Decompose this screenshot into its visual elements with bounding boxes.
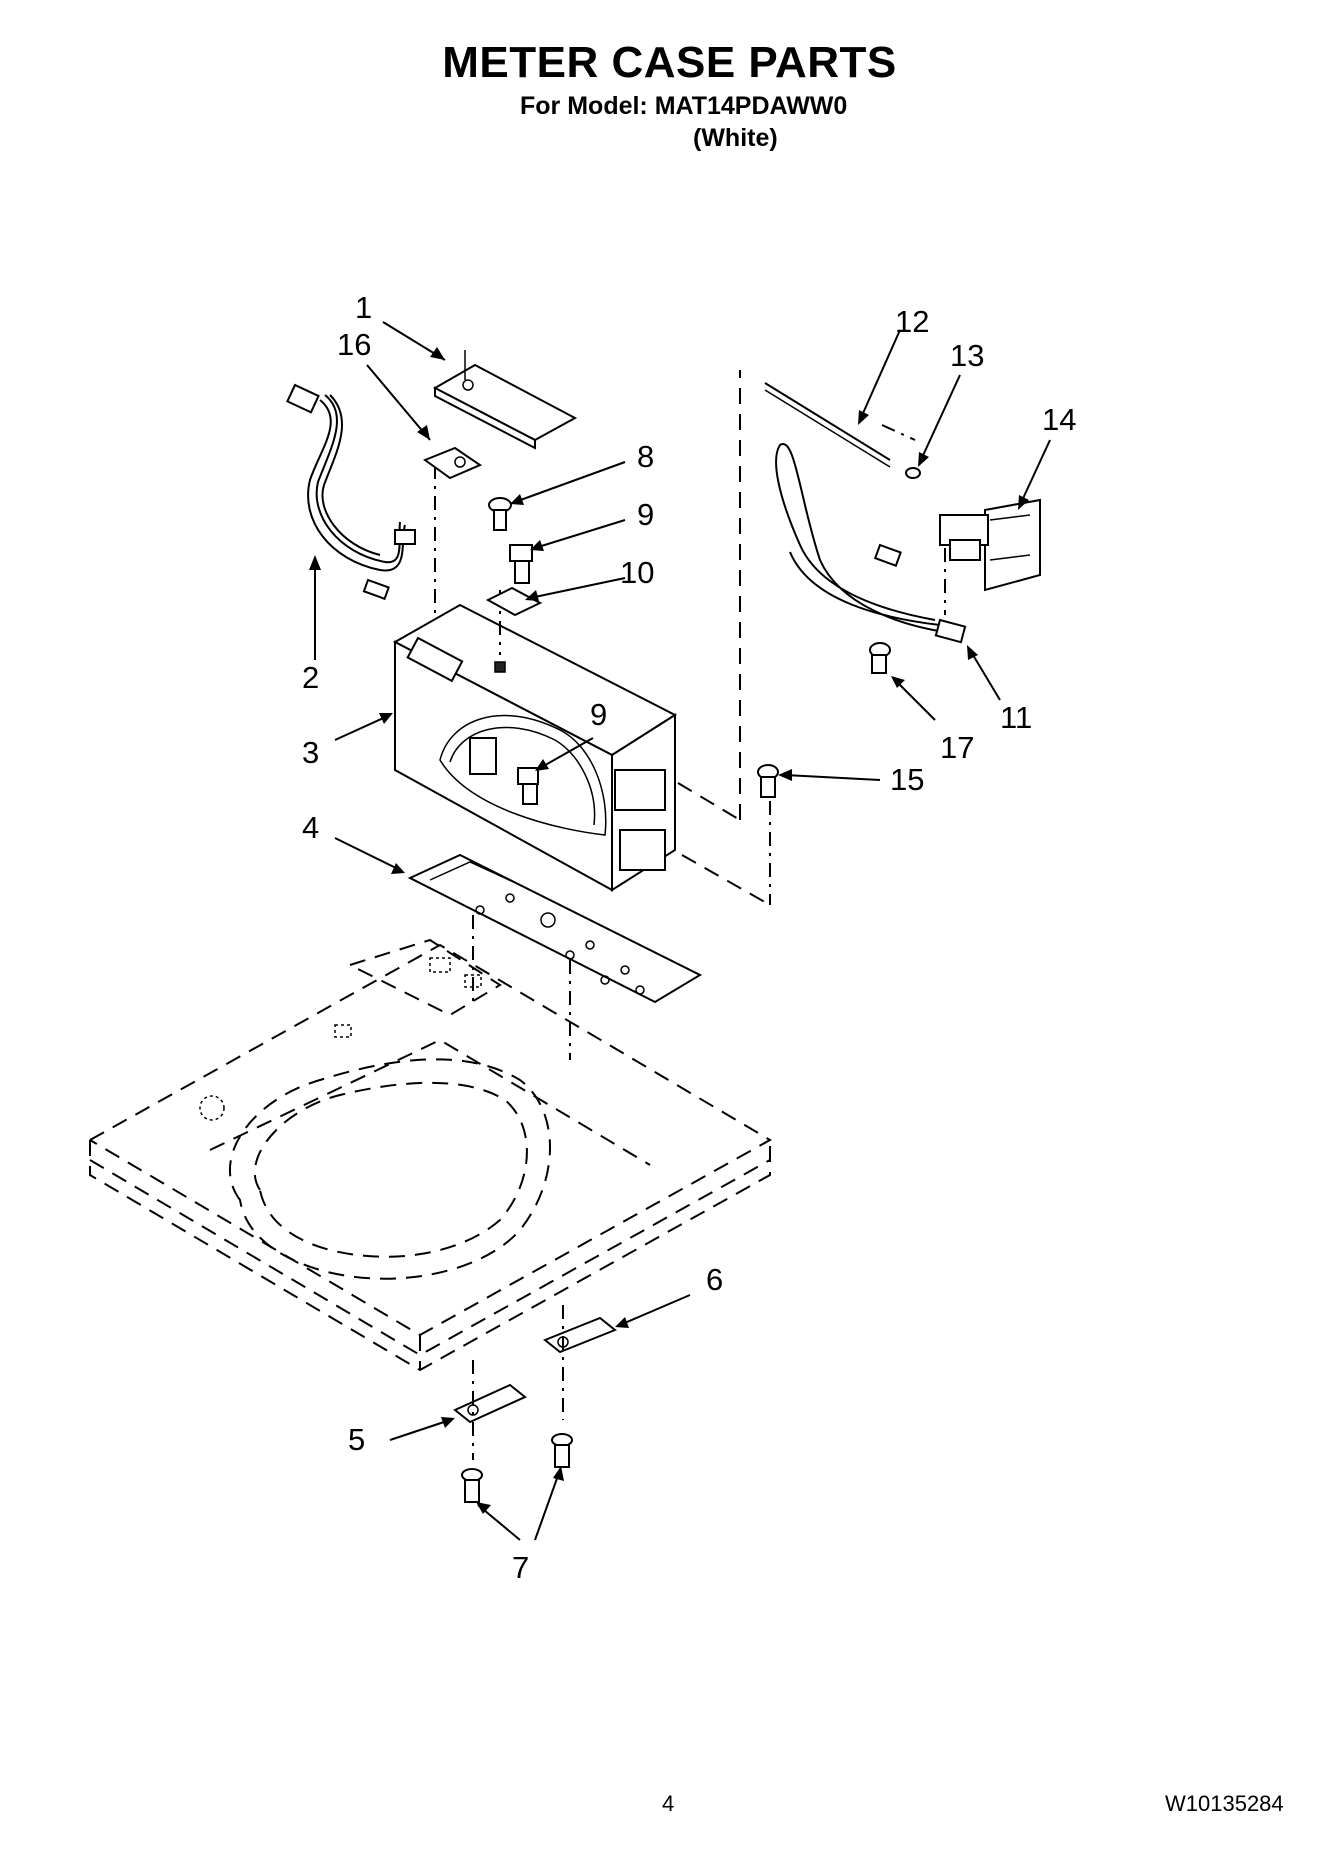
wire-harness-part-2	[286, 383, 416, 601]
switch-part-9-lower	[517, 767, 539, 805]
screw-part-17	[869, 642, 891, 674]
clip-part-16	[422, 446, 483, 480]
clip-part-5	[453, 1360, 527, 1460]
callout-9-upper: 9	[637, 497, 654, 532]
page-title: METER CASE PARTS	[442, 38, 897, 87]
top-panel-outline	[89, 938, 773, 1372]
callout-9-lower: 9	[590, 697, 607, 732]
plate-part-10	[485, 586, 543, 617]
document-number: W10135284	[1165, 1791, 1284, 1816]
callout-16: 16	[337, 327, 371, 362]
callout-2: 2	[302, 660, 319, 695]
screws-part-7	[461, 1433, 573, 1503]
callout-1: 1	[355, 290, 372, 325]
callout-13: 13	[950, 338, 984, 373]
callout-leaders	[309, 321, 1051, 1541]
callout-labels: 1 16 2 3 4 5 6 7 8 9 10 9 11 12 13 14 15…	[302, 290, 1076, 1585]
callout-4: 4	[302, 810, 319, 845]
callout-8: 8	[637, 439, 654, 474]
bracket-assembly-part-14	[939, 498, 1041, 592]
screw-part-8	[488, 497, 512, 531]
model-subtitle: For Model: MAT14PDAWW0	[520, 92, 848, 120]
callout-15: 15	[890, 762, 924, 797]
callout-17: 17	[940, 730, 974, 765]
callout-10: 10	[620, 555, 654, 590]
rod-part-12	[764, 382, 891, 468]
screw-part-15	[757, 764, 779, 798]
plate-part-4	[407, 853, 703, 1060]
callout-5: 5	[348, 1422, 365, 1457]
callout-3: 3	[302, 735, 319, 770]
switch-part-9-upper	[509, 544, 533, 584]
page-number: 4	[662, 1791, 675, 1816]
callout-14: 14	[1042, 402, 1076, 437]
ring-part-13	[905, 467, 921, 479]
callout-11: 11	[1000, 700, 1032, 735]
color-variant: (White)	[693, 124, 778, 152]
clip-part-6	[543, 1305, 617, 1420]
meter-case-part-3	[392, 603, 771, 906]
callout-7: 7	[512, 1550, 529, 1585]
wire-harness-part-11	[775, 442, 967, 644]
callout-6: 6	[706, 1262, 723, 1297]
callout-12: 12	[895, 304, 929, 339]
bracket-part-1	[432, 350, 578, 450]
